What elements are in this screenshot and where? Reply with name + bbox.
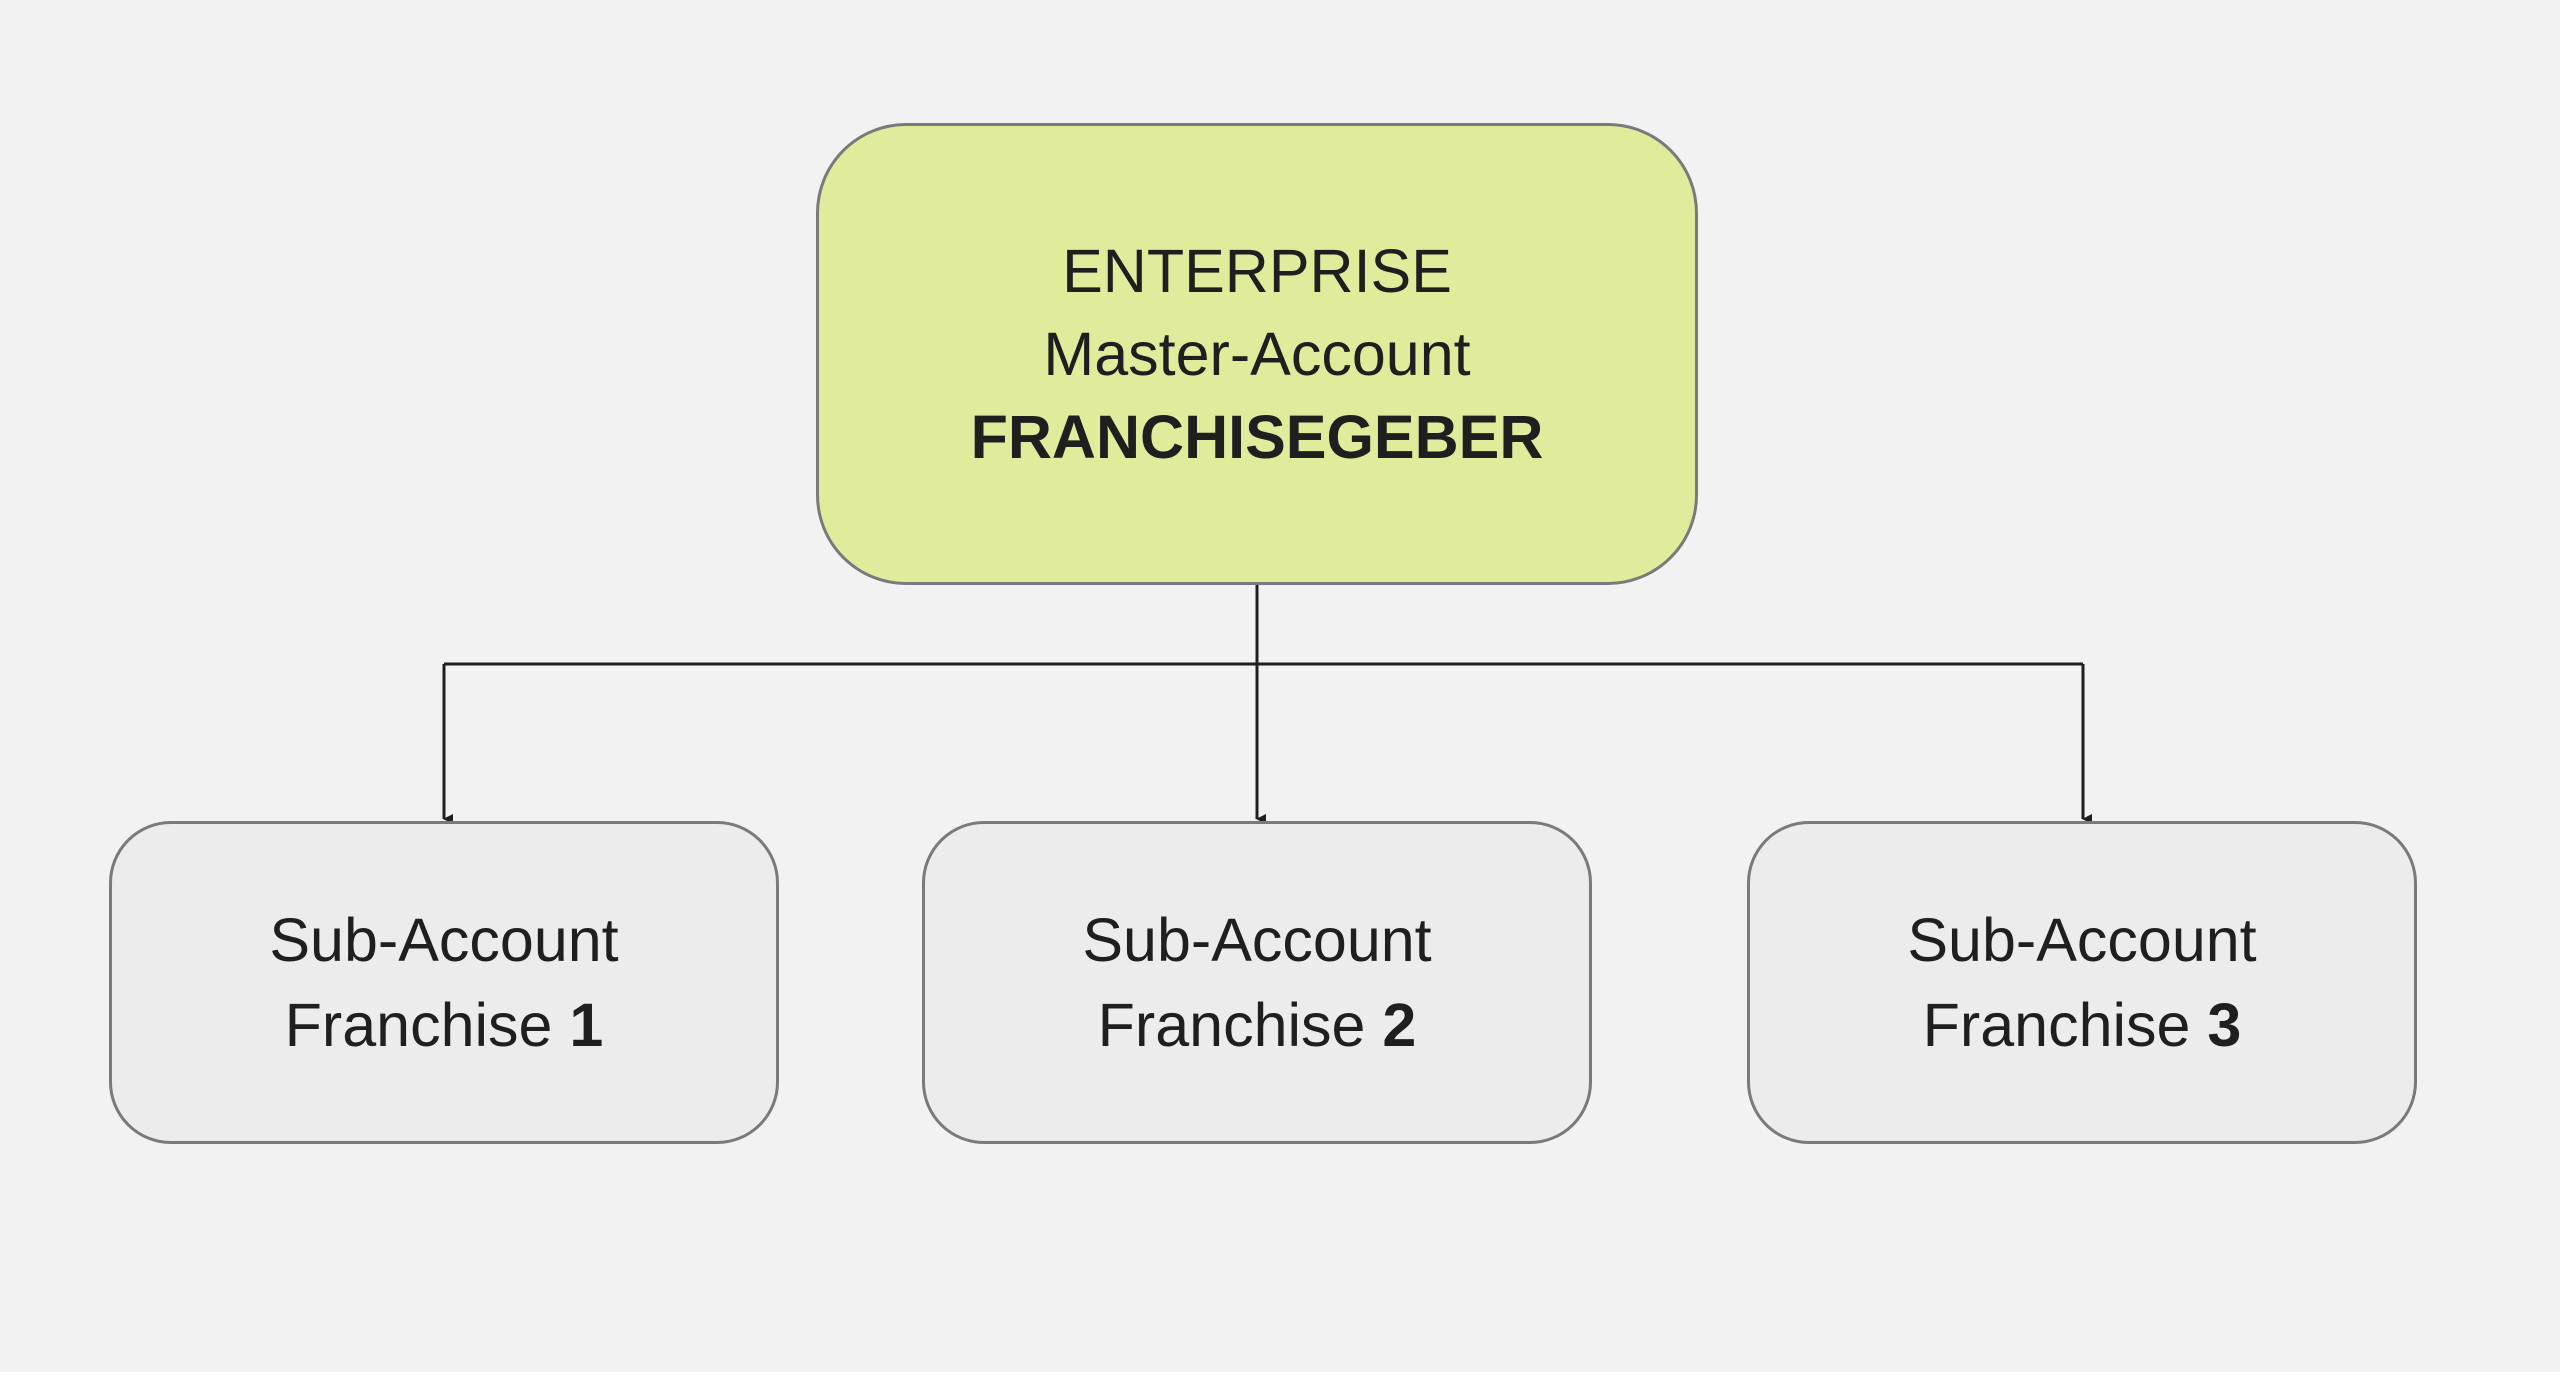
master-line-master-account: Master-Account (1043, 319, 1471, 388)
master-line-franchisegeber: FRANCHISEGEBER (970, 402, 1544, 471)
franchise-label: Franchise 2 (1098, 983, 1417, 1068)
page-bottom-border (0, 1372, 2560, 1375)
franchise-label: Franchise 1 (285, 983, 604, 1068)
franchise-prefix: Franchise (1922, 990, 2208, 1059)
franchise-number: 3 (2207, 990, 2242, 1059)
sub-account-node-1: Sub-Account Franchise 1 (109, 821, 779, 1144)
sub-account-label: Sub-Account (1907, 905, 2257, 974)
sub-account-node-3: Sub-Account Franchise 3 (1747, 821, 2417, 1144)
franchise-prefix: Franchise (284, 990, 570, 1059)
franchise-prefix: Franchise (1097, 990, 1383, 1059)
franchise-number: 2 (1382, 990, 1417, 1059)
sub-account-label: Sub-Account (1082, 905, 1432, 974)
franchise-label: Franchise 3 (1923, 983, 2242, 1068)
franchise-number: 1 (569, 990, 604, 1059)
sub-account-label: Sub-Account (269, 905, 619, 974)
sub-account-node-2: Sub-Account Franchise 2 (922, 821, 1592, 1144)
master-line-enterprise: ENTERPRISE (1062, 236, 1452, 305)
master-account-node: ENTERPRISE Master-Account FRANCHISEGEBER (816, 123, 1698, 585)
